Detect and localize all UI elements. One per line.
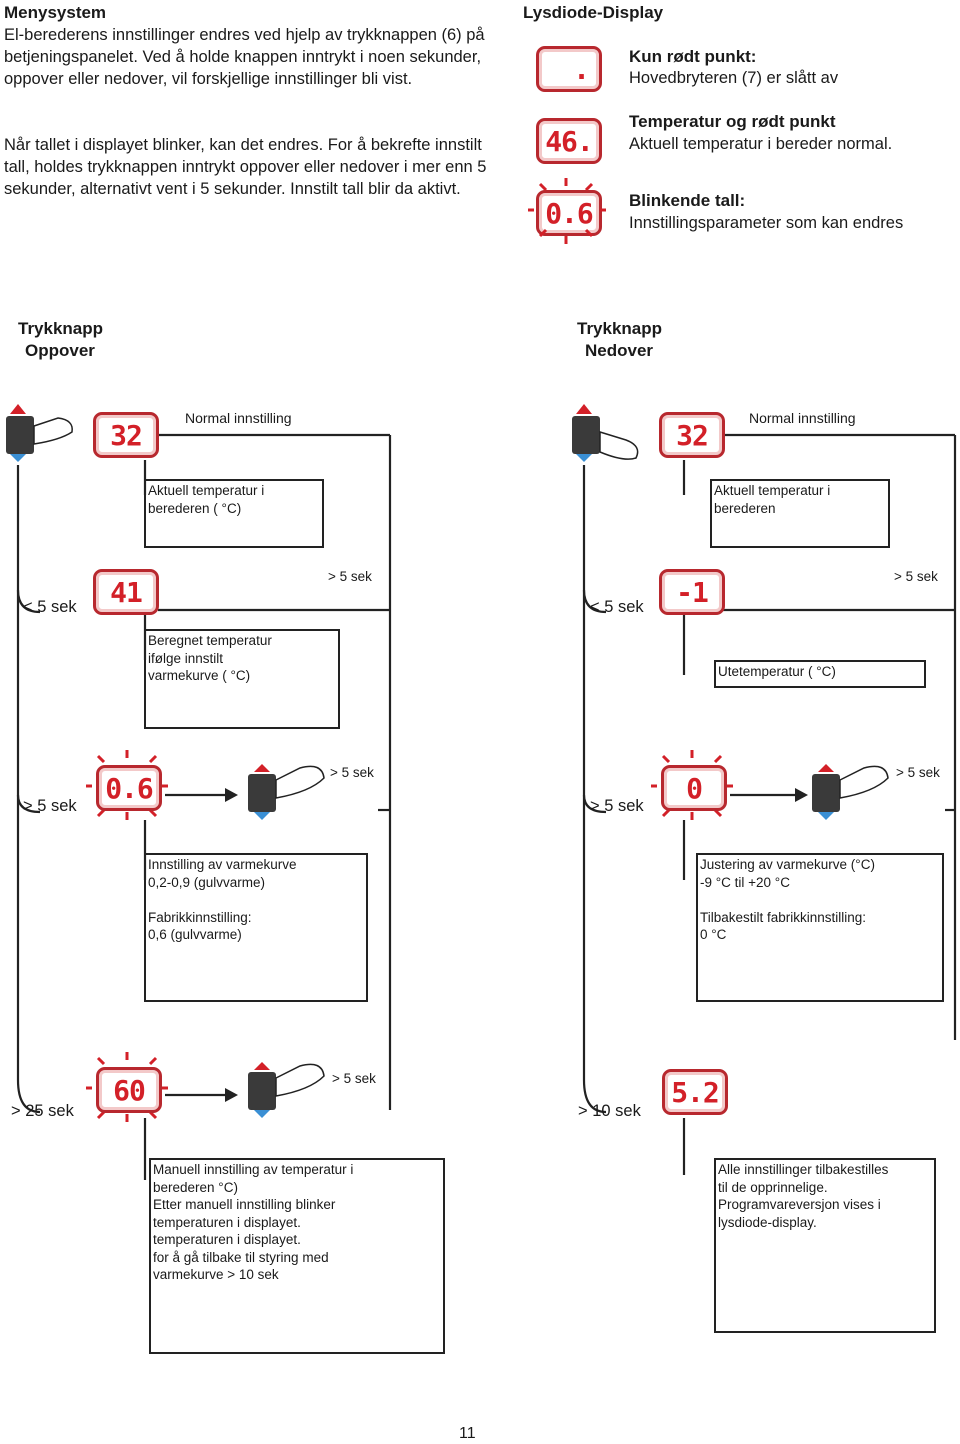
page-number: 11: [459, 1425, 476, 1442]
normal-label-left: Normal innstilling: [185, 410, 292, 426]
display-0: 0: [661, 765, 727, 811]
led-item-text: Innstillingsparameter som kan endres: [629, 214, 904, 232]
time-right-4: > 10 sek: [578, 1102, 641, 1120]
right-heading: Trykknapp: [577, 319, 663, 338]
normal-label-right: Normal innstilling: [749, 410, 856, 426]
display-41: 41: [93, 569, 159, 615]
gt-left-4: > 5 sek: [332, 1071, 376, 1086]
display-52: 5.2: [662, 1069, 728, 1115]
intro-paragraph-1: El-berederens innstillinger endres ved h…: [4, 26, 485, 88]
box-right-1: Aktuell temperatur i berederen: [710, 479, 890, 548]
display-32-left: 32: [93, 412, 159, 458]
gt-left-2: > 5 sek: [328, 569, 372, 584]
gt-right-2: > 5 sek: [894, 569, 938, 584]
time-left-3: > 5 sek: [23, 797, 77, 815]
display-60: 60: [96, 1067, 162, 1113]
left-heading-sub: Oppover: [25, 341, 95, 360]
box-right-2: Utetemperatur ( °C): [714, 660, 926, 688]
display-32-right: 32: [659, 412, 725, 458]
box-left-3: Innstilling av varmekurve 0,2-0,9 (gulvv…: [144, 853, 368, 1002]
led-display-blink: 0.6: [536, 190, 602, 236]
gt-right-3: > 5 sek: [896, 765, 940, 780]
box-right-4: Alle innstillinger tilbakestilles til de…: [714, 1158, 936, 1333]
led-display-dot: .: [536, 46, 602, 92]
time-right-3: > 5 sek: [590, 797, 644, 815]
led-item-text: Aktuell temperatur i bereder normal.: [629, 135, 893, 153]
right-heading-sub: Nedover: [585, 341, 654, 360]
box-right-3: Justering av varmekurve (°C) -9 °C til +…: [696, 853, 944, 1002]
led-item-heading: Kun rødt punkt:: [629, 47, 757, 66]
led-item-text: Hovedbryteren (7) er slått av: [629, 69, 839, 87]
menu-title: Menysystem: [4, 3, 107, 22]
box-left-2: Beregnet temperatur ifølge innstilt varm…: [144, 629, 340, 729]
time-left-2: < 5 sek: [23, 598, 77, 616]
led-item-heading: Temperatur og rødt punkt: [629, 112, 836, 131]
led-item-heading: Blinkende tall:: [629, 191, 746, 210]
left-heading: Trykknapp: [18, 319, 104, 338]
display-06-left: 0.6: [96, 765, 162, 811]
box-left-4: Manuell innstilling av temperatur i bere…: [149, 1158, 445, 1354]
box-left-1: Aktuell temperatur i berederen ( °C): [144, 479, 324, 548]
time-right-2: < 5 sek: [590, 598, 644, 616]
intro-paragraph-2: Når tallet i displayet blinker, kan det …: [4, 136, 487, 198]
led-section-title: Lysdiode-Display: [523, 3, 664, 22]
display-minus1: -1: [659, 569, 725, 615]
time-left-4: > 25 sek: [11, 1102, 74, 1120]
led-display-temp: 46.: [536, 118, 602, 164]
gt-left-3: > 5 sek: [330, 765, 374, 780]
